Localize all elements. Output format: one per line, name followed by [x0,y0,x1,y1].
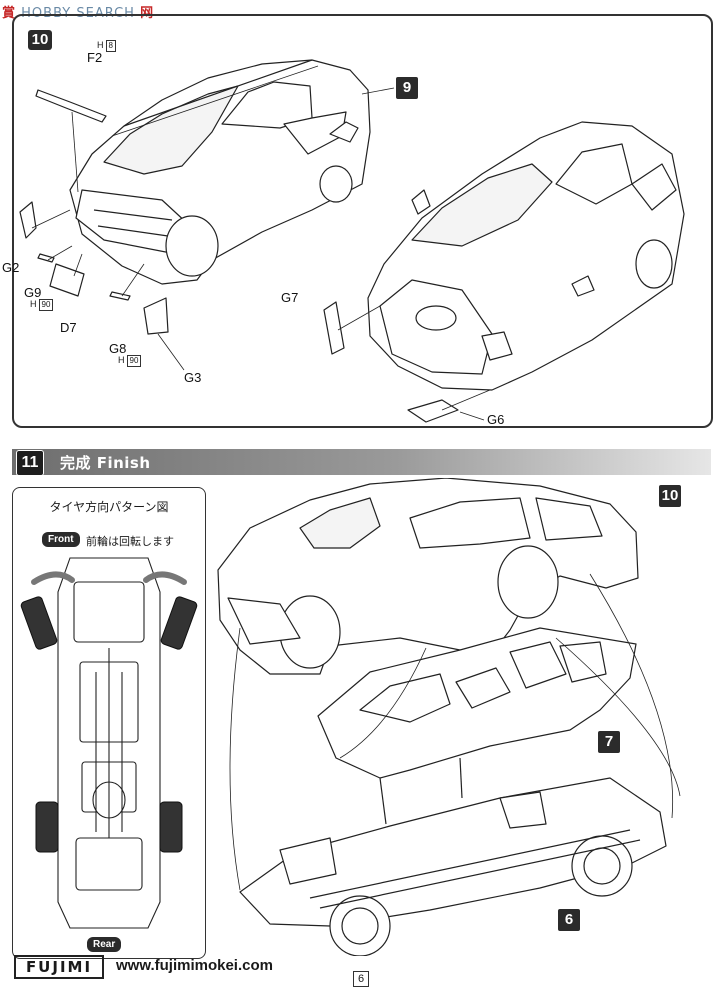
assembled-car-icon [217,478,681,956]
callout-step-6: 6 [558,909,580,931]
fujimi-logo: FUJIMI [14,955,104,979]
chassis-icon [239,777,667,956]
label-d7: D7 [60,320,77,335]
part-g3-icon [143,297,169,335]
front-badge: Front [42,532,80,547]
tire-direction-diagram-icon [20,557,198,929]
part-g7-icon [323,301,345,355]
callout-step-10: 10 [659,485,681,507]
label-g9: G9 [24,285,42,300]
front-note: 前輪は回転します [86,535,174,548]
watermark-prefix: 賞 [2,6,17,21]
label-g2: G2 [2,260,20,275]
callout-step-9: 9 [396,77,418,99]
rear-badge: Rear [87,937,122,952]
part-g8-icon [109,291,131,301]
step-10-frame [12,14,713,428]
step-11-number: 11 [16,450,44,476]
part-g2-icon [19,201,37,239]
label-f2: F2 [87,50,103,65]
step-11-header: 11 完成 Finish [12,449,711,476]
label-g7: G7 [281,290,299,305]
label-g8: G8 [109,341,127,356]
label-g3: G3 [184,370,202,385]
watermark-suffix: 网 [140,6,155,21]
part-f2-icon [35,89,107,123]
watermark-brand: HOBBY SEARCH [21,6,135,21]
website-link[interactable]: www.fujimimokei.com [116,957,273,974]
page-number: 6 [353,971,369,987]
tire-direction-title: タイヤ方向パターン図 [49,500,169,514]
step-10-drawing [19,59,685,423]
car-body-front-icon [367,121,685,391]
part-g6-icon [407,399,459,423]
step-11-title: 完成 Finish [60,454,151,472]
label-g6: G6 [487,412,505,427]
watermark: 賞 HOBBY SEARCH 网 [2,2,154,21]
callout-step-7: 7 [598,731,620,753]
part-d7-icon [49,263,85,297]
part-g9-icon [37,253,55,263]
step-10-number: 10 [28,30,52,50]
car-body-rear-icon [69,59,371,285]
